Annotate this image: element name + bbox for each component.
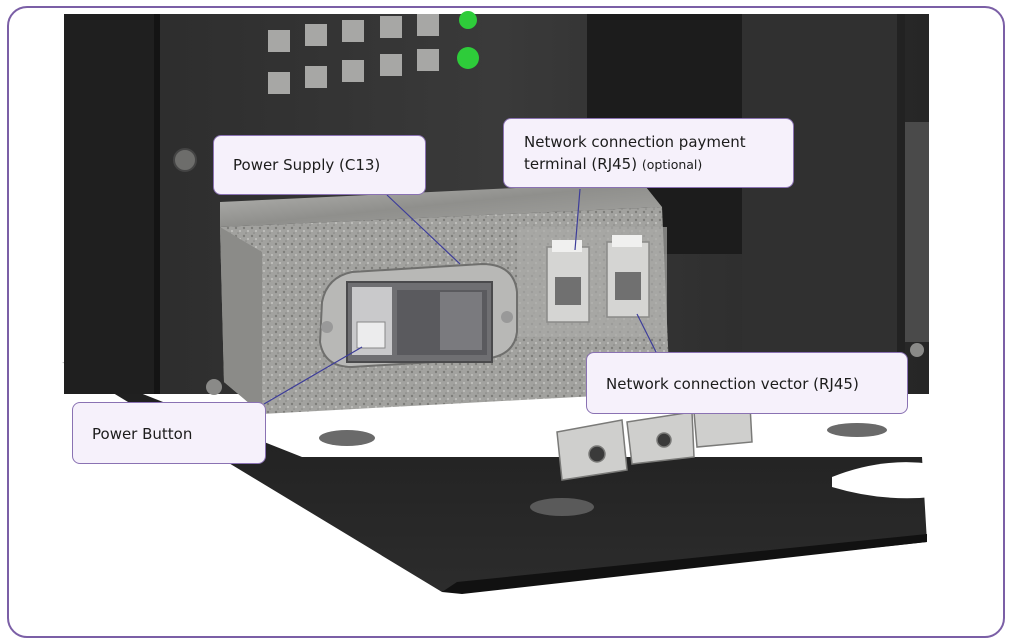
power-inlet: [320, 264, 517, 367]
status-led-top: [459, 11, 477, 29]
callout-vector-label: Network connection vector (RJ45): [606, 375, 859, 393]
callout-payment-terminal-label: terminal (RJ45): [524, 155, 637, 173]
callout-power-supply: Power Supply (C13): [213, 135, 426, 195]
callout-power-button: Power Button: [72, 402, 266, 464]
diagram-frame: [7, 6, 1005, 638]
device-illustration: [9, 8, 1003, 636]
callout-payment-terminal-line1: Network connection payment: [524, 131, 793, 153]
callout-power-button-label: Power Button: [92, 425, 192, 443]
callout-payment-terminal-line2: terminal (RJ45) (optional): [524, 153, 793, 176]
callout-payment-terminal-note: (optional): [642, 157, 702, 172]
callout-payment-terminal: Network connection payment terminal (RJ4…: [503, 118, 794, 188]
status-led: [457, 47, 479, 69]
callout-vector: Network connection vector (RJ45): [586, 352, 908, 414]
callout-power-supply-label: Power Supply (C13): [233, 156, 380, 174]
